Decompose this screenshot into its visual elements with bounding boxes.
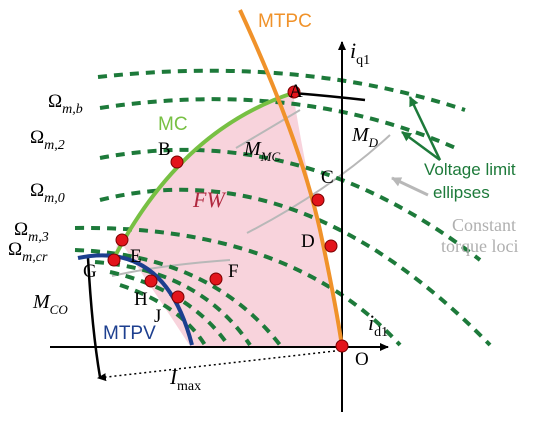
id1-label: id1 [368,310,388,340]
m-co-label: MCO [32,291,68,317]
torque-locus-md [246,134,391,234]
iq1-label: iq1 [350,38,370,68]
torque-legend-line1: Constant [452,215,516,235]
mtpc-label: MTPC [258,11,312,32]
ellipse-inner-1 [94,260,252,347]
ellipse-top [97,68,466,112]
current-limit-arc-bottom [86,257,102,378]
voltage-limit-ellipses [74,68,492,347]
voltage-arrow-1 [408,96,442,161]
point-g [107,253,121,267]
torque-locus-mco [111,259,231,277]
imax-label: Imax [169,365,201,394]
point-g-label: G [83,261,97,282]
point-j-label: J [154,306,161,327]
ellipse-omega-b [99,97,461,152]
torque-legend-line2: torque loci [441,236,518,256]
voltage-legend-line2: ellipses [433,183,490,202]
point-c [311,193,325,207]
m-mc-label: MMC [243,138,281,164]
current-limit-arc-top [292,91,366,102]
mtpv-curve [77,253,194,346]
point-b-label: B [158,139,171,160]
mtpv-label: MTPV [103,323,156,344]
point-a-label: A [289,81,303,102]
point-f-label: F [228,261,239,282]
ellipse-omega-cr [74,248,282,347]
voltage-legend-line1: Voltage limit [424,160,516,179]
voltage-arrow-2 [401,130,441,162]
point-f [209,272,223,286]
ellipse-inner-2 [109,270,230,347]
omega-m3-label: Ωm,3 [14,219,49,245]
mc-curve [111,91,294,261]
point-h-label: H [134,289,148,310]
omega-m0-label: Ωm,0 [30,180,65,206]
omega-m2-label: Ωm,2 [30,127,65,153]
point-o [335,339,349,353]
point-h [144,274,158,288]
ellipse-inner-3 [119,283,207,347]
point-e-label: E [130,246,142,267]
torque-locus-mmc [235,109,301,149]
omega-mb-label: Ωm,b [48,91,83,117]
ellipse-omega-2 [99,147,482,262]
point-d [324,239,338,253]
point-e [115,233,129,247]
fw-region [113,93,342,346]
omega-mcr-label: Ωm,cr [8,239,48,265]
mc-label: MC [158,114,188,135]
point-j [171,290,185,304]
point-b [170,155,184,169]
point-c-label: C [321,167,334,188]
imax-arrow [97,350,336,382]
mtpc-curve [238,9,344,347]
fw-label: FW [192,187,226,212]
point-a [287,85,301,99]
operating-points [107,85,349,353]
point-o-label: O [355,349,369,370]
m-d-label: MD [351,124,379,150]
point-d-label: D [301,231,315,252]
torque-arrow [391,176,429,197]
ellipse-omega-0 [99,187,492,347]
